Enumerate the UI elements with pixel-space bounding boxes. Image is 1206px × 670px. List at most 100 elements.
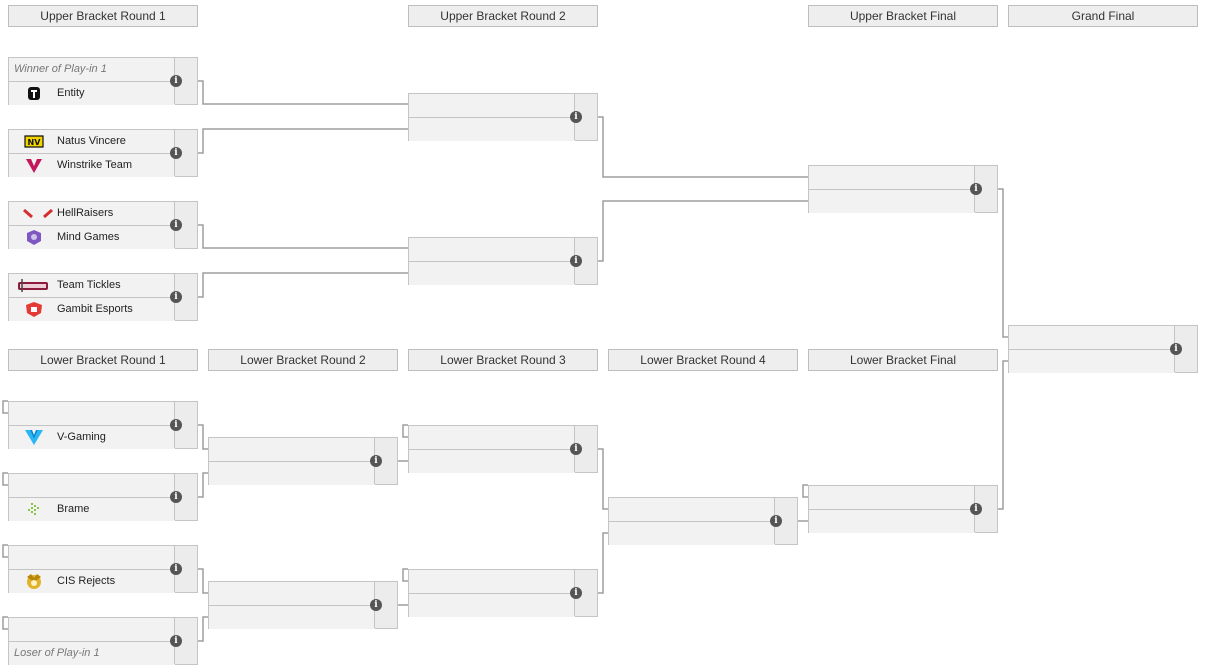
team-slot[interactable] xyxy=(409,118,575,141)
info-icon[interactable]: i xyxy=(170,219,182,231)
placeholder-label: Winner of Play-in 1 xyxy=(14,63,107,75)
info-icon[interactable]: i xyxy=(570,111,582,123)
info-icon[interactable]: i xyxy=(170,291,182,303)
gambit-logo-icon xyxy=(26,302,42,317)
team-name: Natus Vincere xyxy=(57,135,126,147)
team-slot[interactable] xyxy=(9,474,175,498)
team-slot[interactable] xyxy=(809,190,975,213)
team-slot[interactable]: Entity xyxy=(9,82,175,105)
match-lb-r1-4: Loser of Play-in 1 i xyxy=(8,617,198,665)
team-name: CIS Rejects xyxy=(57,575,116,587)
team-name: Winstrike Team xyxy=(57,159,132,171)
team-slot[interactable] xyxy=(209,582,375,606)
hellraisers-logo-icon xyxy=(23,208,53,219)
team-slot[interactable]: Winner of Play-in 1 xyxy=(9,58,175,82)
mind-games-logo-icon xyxy=(27,230,41,245)
info-icon[interactable]: i xyxy=(770,515,782,527)
team-slot[interactable] xyxy=(209,438,375,462)
team-slot[interactable] xyxy=(209,462,375,485)
team-slot[interactable] xyxy=(609,498,775,522)
match-ub-r2-1: i xyxy=(408,93,598,141)
match-ub-r1-2: NV Natus Vincere Winstrike Team i xyxy=(8,129,198,177)
team-slot[interactable] xyxy=(9,402,175,426)
team-name: HellRaisers xyxy=(57,207,114,219)
team-slot[interactable]: Winstrike Team xyxy=(9,154,175,177)
winstrike-logo-icon xyxy=(26,159,42,173)
brame-logo-icon xyxy=(28,503,39,515)
team-slot[interactable] xyxy=(409,238,575,262)
team-slot[interactable] xyxy=(1009,326,1175,350)
match-lb-r2-1: i xyxy=(208,437,398,485)
info-icon[interactable]: i xyxy=(170,491,182,503)
match-lb-r3-1: i xyxy=(408,425,598,473)
navi-logo-icon: NV xyxy=(24,135,44,148)
v-gaming-logo-icon xyxy=(25,430,43,445)
match-lb-r4: i xyxy=(608,497,798,545)
match-lb-r1-3: CIS Rejects i xyxy=(8,545,198,593)
team-tickles-logo-icon xyxy=(18,279,48,292)
info-icon[interactable]: i xyxy=(970,503,982,515)
info-icon[interactable]: i xyxy=(970,183,982,195)
info-icon[interactable]: i xyxy=(570,587,582,599)
info-icon[interactable]: i xyxy=(570,443,582,455)
match-lb-r2-2: i xyxy=(208,581,398,629)
team-slot[interactable] xyxy=(9,618,175,642)
header-lower-bracket-round-1: Lower Bracket Round 1 xyxy=(8,349,198,371)
info-icon[interactable]: i xyxy=(370,599,382,611)
header-grand-final: Grand Final xyxy=(1008,5,1198,27)
info-icon[interactable]: i xyxy=(570,255,582,267)
header-lower-bracket-round-4: Lower Bracket Round 4 xyxy=(608,349,798,371)
header-lower-bracket-final: Lower Bracket Final xyxy=(808,349,998,371)
team-slot[interactable]: NV Natus Vincere xyxy=(9,130,175,154)
team-name: Team Tickles xyxy=(57,279,121,291)
match-lb-r1-1: V-Gaming i xyxy=(8,401,198,449)
team-slot[interactable]: HellRaisers xyxy=(9,202,175,226)
team-slot[interactable]: Brame xyxy=(9,498,175,521)
header-upper-bracket-round-1: Upper Bracket Round 1 xyxy=(8,5,198,27)
info-icon[interactable]: i xyxy=(170,635,182,647)
entity-logo-icon xyxy=(28,87,40,100)
match-ub-r1-1: Winner of Play-in 1 Entity i xyxy=(8,57,198,105)
info-icon[interactable]: i xyxy=(170,147,182,159)
match-grand-final: i xyxy=(1008,325,1198,373)
team-slot[interactable]: V-Gaming xyxy=(9,426,175,449)
team-slot[interactable]: Gambit Esports xyxy=(9,298,175,321)
match-ub-r2-2: i xyxy=(408,237,598,285)
team-slot[interactable] xyxy=(809,510,975,533)
cis-rejects-logo-icon xyxy=(27,574,41,589)
team-slot[interactable] xyxy=(409,450,575,473)
info-icon[interactable]: i xyxy=(170,563,182,575)
team-slot[interactable] xyxy=(409,94,575,118)
match-lb-final: i xyxy=(808,485,998,533)
info-icon[interactable]: i xyxy=(170,419,182,431)
svg-text:NV: NV xyxy=(28,138,42,147)
team-slot[interactable] xyxy=(209,606,375,629)
team-name: Mind Games xyxy=(57,231,120,243)
header-upper-bracket-final: Upper Bracket Final xyxy=(808,5,998,27)
team-slot[interactable]: CIS Rejects xyxy=(9,570,175,593)
team-slot[interactable] xyxy=(1009,350,1175,373)
team-name: V-Gaming xyxy=(57,431,106,443)
team-slot[interactable] xyxy=(809,166,975,190)
team-slot[interactable] xyxy=(609,522,775,545)
info-icon[interactable]: i xyxy=(1170,343,1182,355)
team-name: Brame xyxy=(57,503,90,515)
team-slot[interactable] xyxy=(809,486,975,510)
placeholder-label: Loser of Play-in 1 xyxy=(14,647,100,659)
team-slot[interactable] xyxy=(409,594,575,617)
team-slot[interactable]: Team Tickles xyxy=(9,274,175,298)
team-slot[interactable] xyxy=(9,546,175,570)
team-slot[interactable]: Loser of Play-in 1 xyxy=(9,642,175,665)
header-lower-bracket-round-3: Lower Bracket Round 3 xyxy=(408,349,598,371)
team-slot[interactable] xyxy=(409,570,575,594)
info-icon[interactable]: i xyxy=(370,455,382,467)
match-ub-final: i xyxy=(808,165,998,213)
team-slot[interactable] xyxy=(409,262,575,285)
header-lower-bracket-round-2: Lower Bracket Round 2 xyxy=(208,349,398,371)
info-icon[interactable]: i xyxy=(170,75,182,87)
match-lb-r3-2: i xyxy=(408,569,598,617)
team-slot[interactable] xyxy=(409,426,575,450)
match-ub-r1-4: Team Tickles Gambit Esports i xyxy=(8,273,198,321)
team-slot[interactable]: Mind Games xyxy=(9,226,175,249)
header-upper-bracket-round-2: Upper Bracket Round 2 xyxy=(408,5,598,27)
